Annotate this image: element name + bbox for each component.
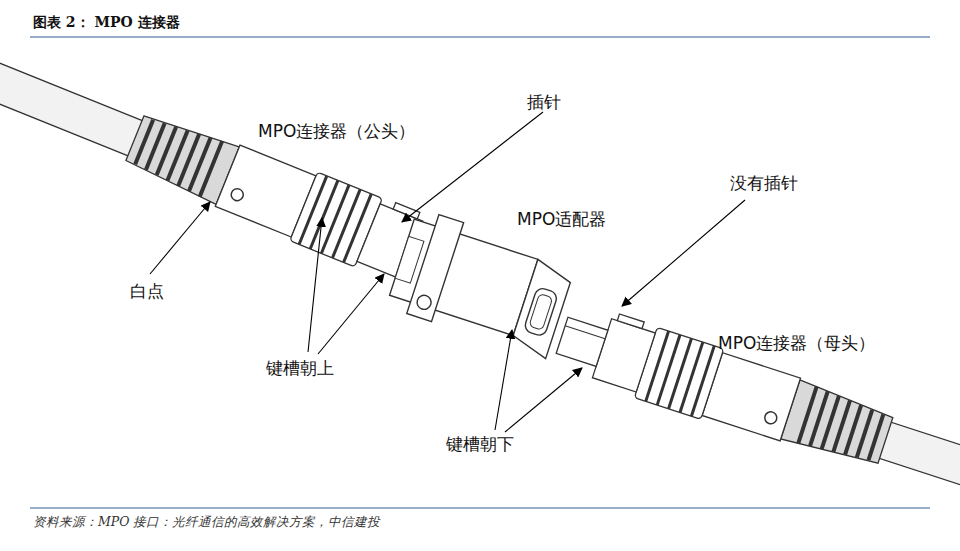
part-label: 白点: [130, 281, 164, 301]
source-caption: 资料来源：MPO 接口：光纤通信的高效解决方案，中信建投: [33, 514, 380, 531]
part-label: MPO连接器（母头）: [718, 333, 875, 353]
part-label: 键槽朝下: [446, 434, 514, 454]
part-label: MPO适配器: [517, 209, 606, 229]
part-label: 插针: [527, 92, 561, 112]
figure-title: 图表 2： MPO 连接器: [33, 14, 180, 32]
part-label: MPO连接器（公头）: [258, 121, 415, 141]
part-label: 键槽朝上: [266, 358, 334, 378]
part-label: 没有插针: [730, 173, 798, 193]
